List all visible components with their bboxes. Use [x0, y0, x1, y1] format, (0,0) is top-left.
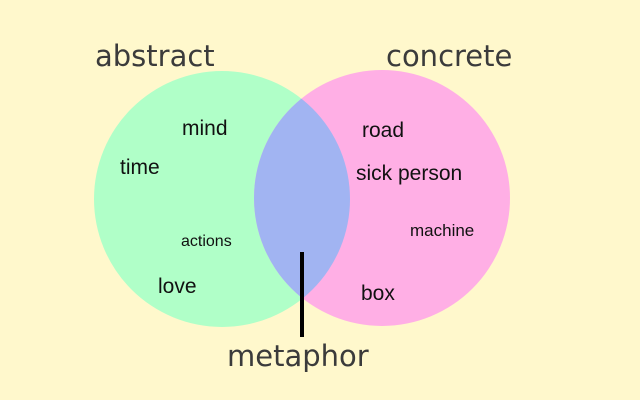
abstract-item-time: time — [120, 156, 160, 179]
intersection-region — [254, 71, 350, 326]
abstract-item-mind: mind — [182, 117, 228, 140]
concrete-item-road: road — [362, 119, 405, 142]
concrete-label: concrete — [386, 39, 513, 73]
abstract-item-actions: actions — [181, 233, 232, 250]
concrete-item-sick-person: sick person — [356, 162, 463, 185]
metaphor-label: metaphor — [227, 339, 369, 373]
abstract-item-love: love — [158, 275, 197, 298]
abstract-label: abstract — [95, 39, 215, 73]
concrete-item-box: box — [361, 282, 395, 305]
concrete-item-machine: machine — [410, 221, 475, 240]
